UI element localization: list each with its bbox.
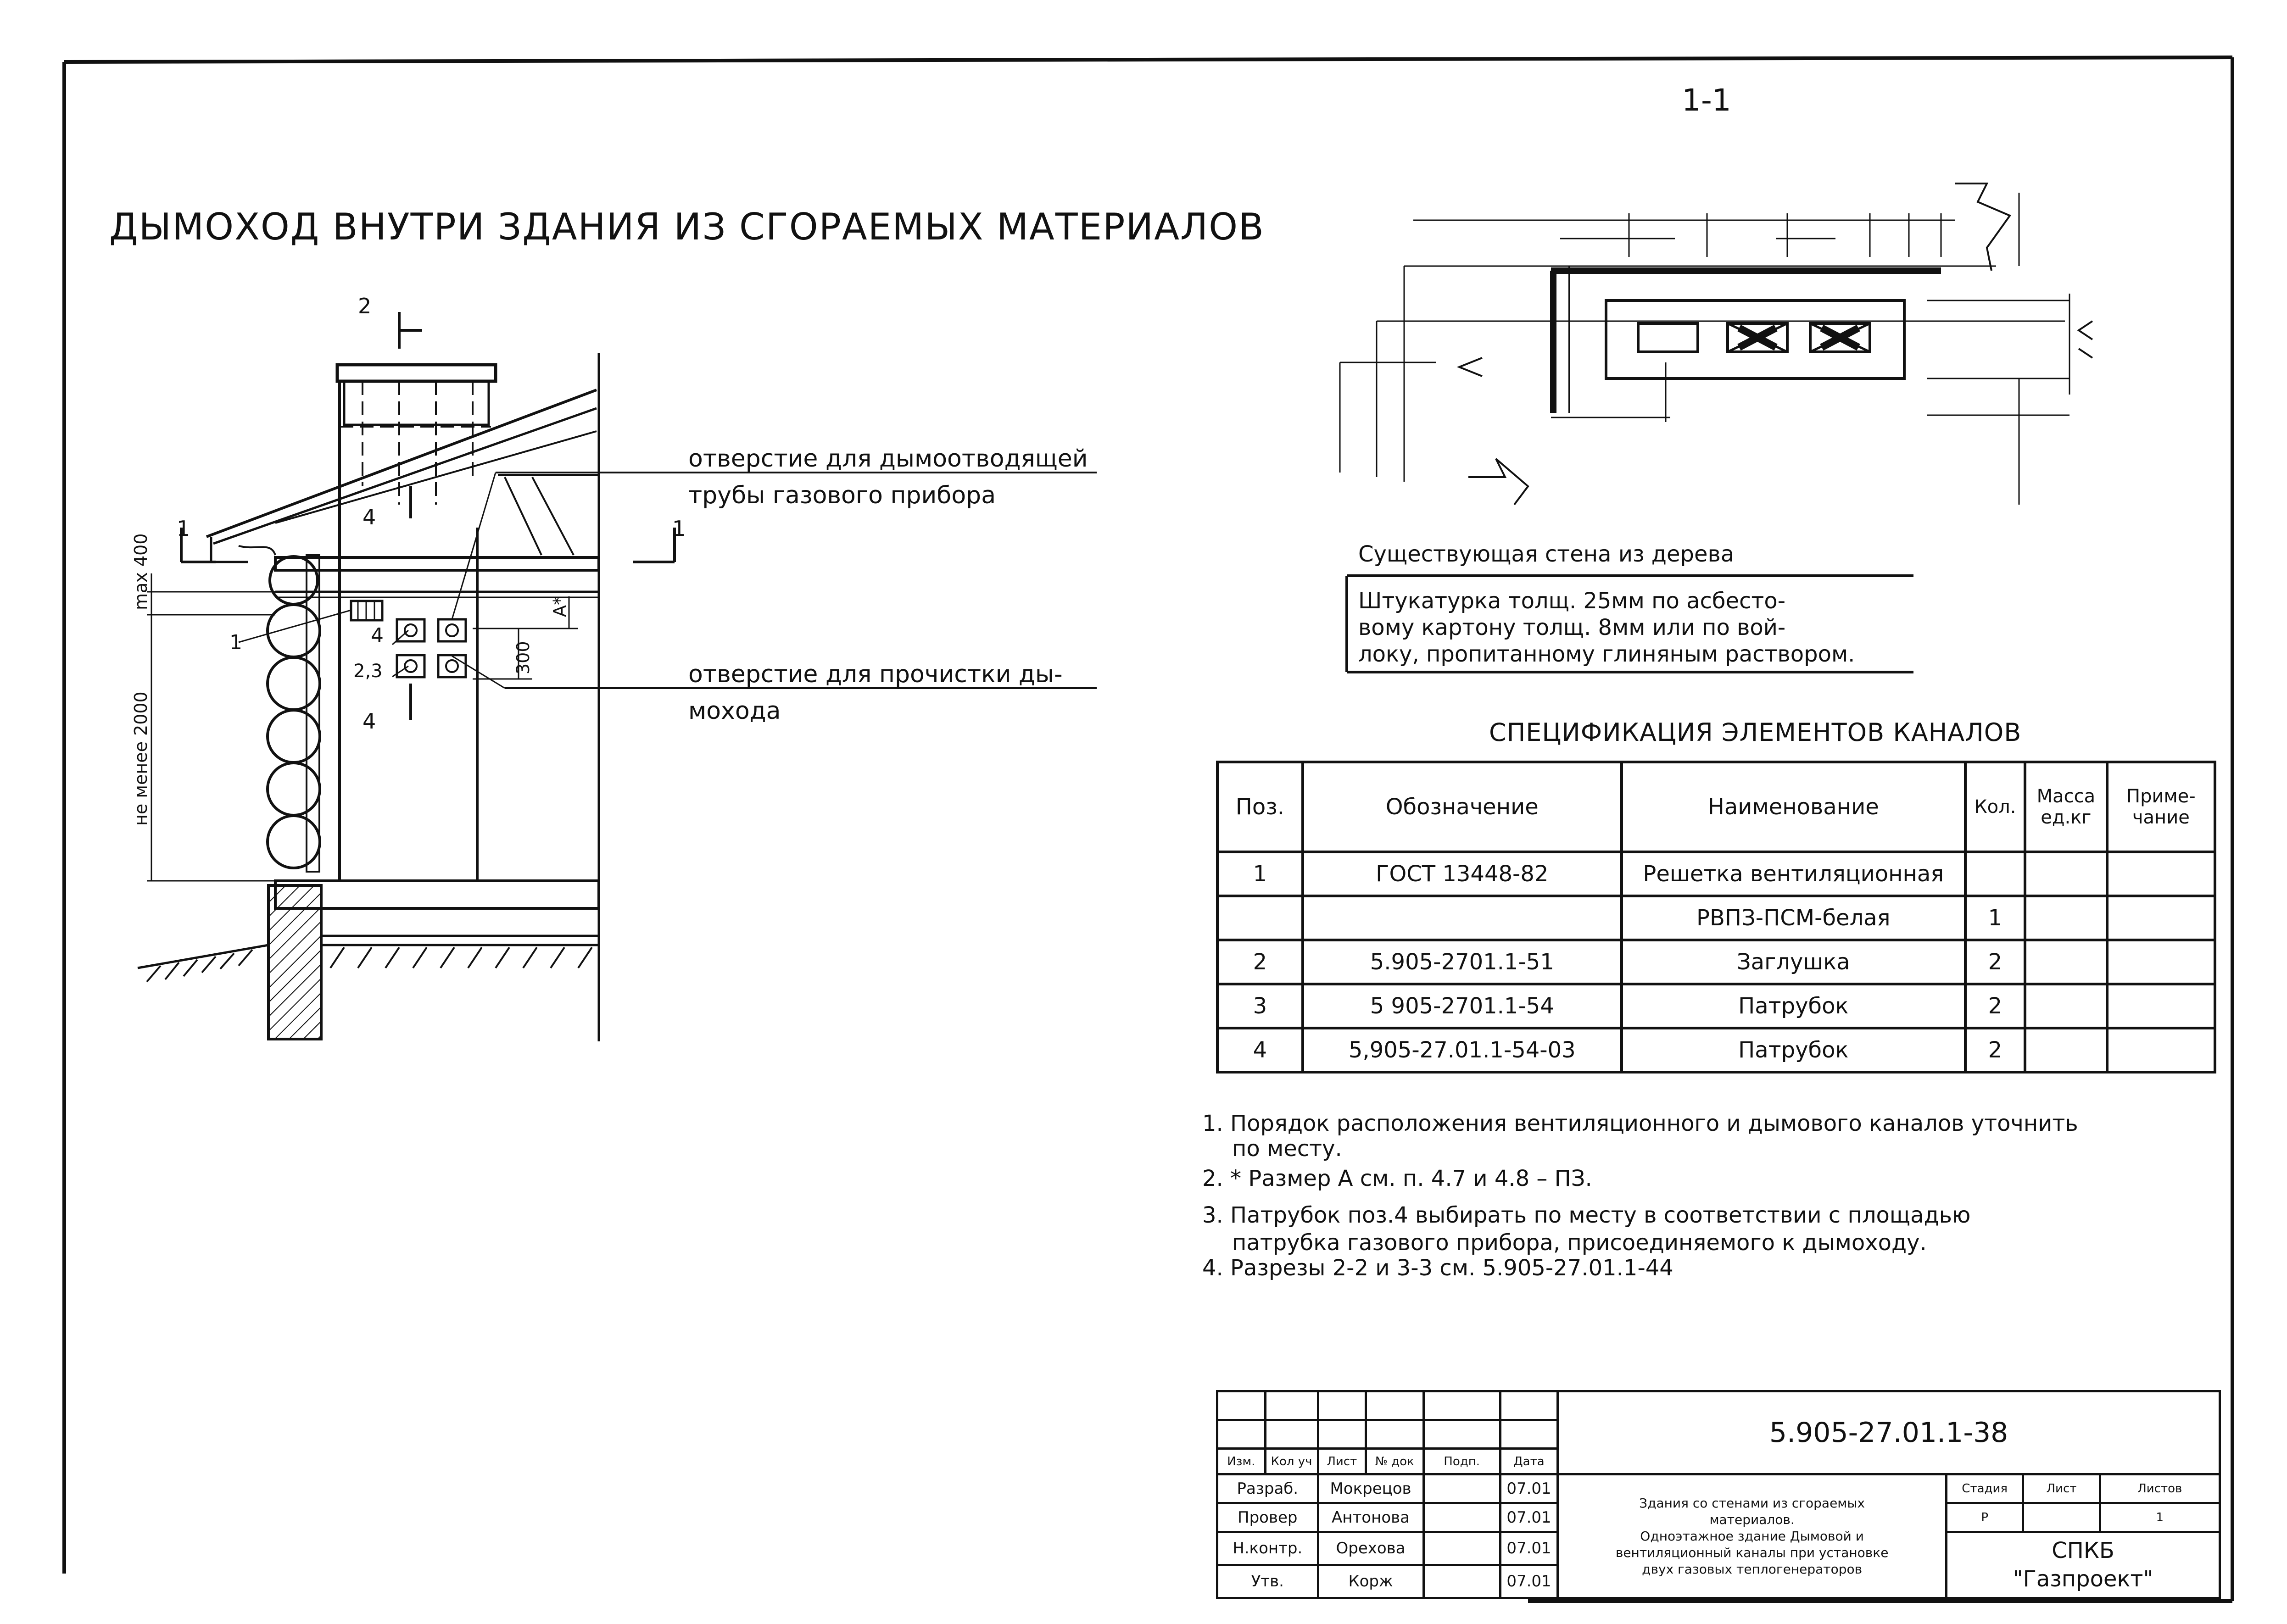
signature [1422,1473,1501,1504]
chimney-elevation [137,312,1097,1041]
col-list: Лист [1316,1447,1367,1476]
role-norm-control: Н.контр. [1216,1530,1319,1566]
spec-header-row: Поз. Обозначение Наименование Кол. Масса… [1216,761,2217,853]
note-3-line1: 3. Патрубок поз.4 выбирать по месту в со… [1202,1202,1971,1228]
drawing-title: ДЫМОХОД ВНУТРИ ЗДАНИЯ ИЗ СГОРАЕМЫХ МАТЕР… [109,206,1265,248]
dim-300: 300 [513,641,533,674]
col-podp: Подп. [1422,1447,1501,1476]
plaster-caption-line2: вому картону толщ. 8мм или по вой- [1358,615,1786,640]
table-row: 3 5 905-2701.1-54 Патрубок 2 [1216,983,2217,1029]
spec-header-name: Наименование [1620,761,1967,853]
sheet-frame [62,56,2234,1603]
dim-max400: max 400 [131,533,151,610]
date-checker: 07.01 [1499,1502,1559,1533]
document-code: 5.905-27.01.1-38 [1556,1390,2221,1476]
cut-4-top-label: 4 [363,505,376,529]
sheets-value: 1 [2098,1502,2221,1533]
role-approver: Утв. [1216,1563,1319,1600]
spec-title: СПЕЦИФИКАЦИЯ ЭЛЕМЕНТОВ КАНАЛОВ [1489,718,2022,747]
col-izm: Изм. [1216,1447,1266,1476]
stage-value: Р [1945,1502,2025,1533]
name-developer: Мокрецов [1316,1473,1425,1504]
date-norm-control: 07.01 [1499,1530,1559,1566]
name-checker: Антонова [1316,1502,1425,1533]
spec-header-pos: Поз. [1216,761,1304,853]
note-2: 2. * Размер А см. п. 4.7 и 4.8 – ПЗ. [1202,1166,1592,1191]
pos-1-label: 1 [229,631,242,654]
col-data: Дата [1499,1447,1559,1476]
dim-min2000: не менее 2000 [131,691,151,826]
spec-header-designation: Обозначение [1301,761,1623,853]
title-block: 5.905-27.01.1-38 Изм. Кол уч Лист № док … [1216,1390,2221,1600]
callout-cleaning-hole-line1: отверстие для прочистки ды- [688,661,1063,688]
dim-a-star: A* [550,596,570,617]
cut-1-left-label: 1 [177,516,190,541]
callout-flue-hole-line2: трубы газового прибора [688,482,996,509]
wall-material-caption: Существующая стена из дерева [1358,541,1735,567]
project-description: Здания со стенами из сгораемых материало… [1556,1473,1948,1599]
spec-table: Поз. Обозначение Наименование Кол. Масса… [1216,761,2217,1073]
note-1-line1: 1. Порядок расположения вентиляционного … [1202,1111,2078,1136]
callout-cleaning-hole-line2: мохода [688,697,781,725]
table-row: РВПЗ-ПСМ-белая 1 [1216,895,2217,941]
date-developer: 07.01 [1499,1473,1559,1504]
role-checker: Провер [1216,1502,1319,1533]
name-norm-control: Орехова [1316,1530,1425,1566]
date-approver: 07.01 [1499,1563,1559,1600]
section-1-1-drawing [1339,183,2093,673]
spec-header-qty: Кол. [1963,761,2026,853]
cut-1-right-label: 1 [672,516,686,541]
signature [1422,1530,1501,1566]
signature [1422,1563,1501,1600]
col-kol: Кол уч [1264,1447,1319,1476]
table-row: 4 5,905-27.01.1-54-03 Патрубок 2 [1216,1027,2217,1073]
stage-label: Стадия [1945,1473,2025,1504]
cut-4-bottom-label: 4 [363,709,376,734]
spec-header-note: Приме-чание [2105,761,2217,853]
col-ndok: № док [1365,1447,1425,1476]
organization: СПКБ "Газпроект" [1945,1530,2221,1600]
table-row: 2 5.905-2701.1-51 Заглушка 2 [1216,939,2217,985]
note-3-line2: патрубка газового прибора, присоединяемо… [1232,1230,1927,1256]
note-1-line2: по месту. [1232,1136,1342,1162]
callout-flue-hole-line1: отверстие для дымоотводящей [688,445,1088,473]
pos-2-3-label: 2,3 [353,661,383,682]
signature [1422,1502,1501,1533]
role-developer: Разраб. [1216,1473,1319,1504]
plaster-caption-line1: Штукатурка толщ. 25мм по асбесто- [1358,588,1786,614]
plaster-caption-line3: локу, пропитанному глиняным раствором. [1358,641,1855,667]
sheets-label: Листов [2098,1473,2221,1504]
name-approver: Корж [1316,1563,1425,1600]
pos-4-label: 4 [371,624,384,647]
note-4: 4. Разрезы 2-2 и 3-3 см. 5.905-27.01.1-4… [1202,1255,1673,1281]
cut-2-label: 2 [358,294,372,318]
section-label: 1-1 [1682,83,1731,118]
table-row: 1 ГОСТ 13448-82 Решетка вентиляционная [1216,851,2217,897]
sheet-label: Лист [2022,1473,2101,1504]
